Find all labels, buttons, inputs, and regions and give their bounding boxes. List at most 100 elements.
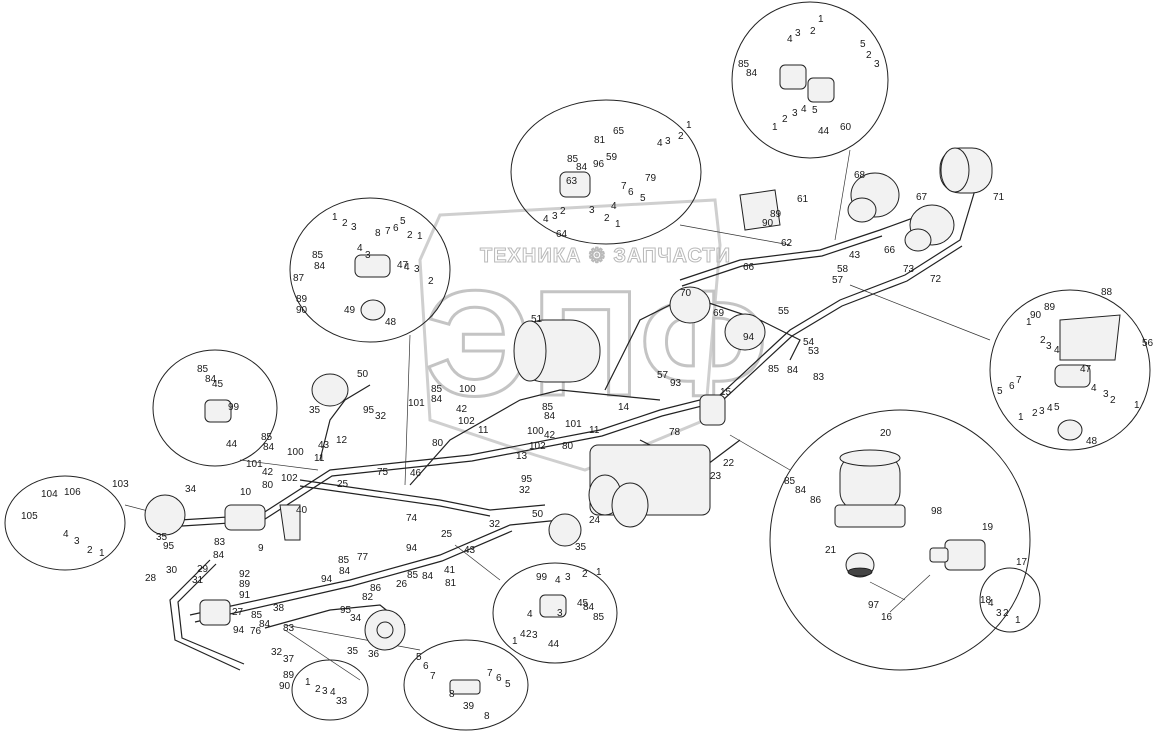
part-number-label: 85: [197, 364, 209, 375]
part-number-label: 6: [393, 223, 399, 234]
bracket-40: [279, 504, 301, 541]
part-number-label: 22: [723, 458, 735, 469]
part-number-label: 7: [1016, 375, 1022, 386]
part-number-label: 41: [444, 565, 456, 576]
part-number-label: 100: [459, 384, 476, 395]
part-number-label: 16: [881, 612, 893, 623]
part-number-label: 4: [555, 575, 561, 586]
part-number-label: 104: [41, 489, 58, 500]
part-number-label: 90: [296, 305, 308, 316]
part-number-label: 25: [441, 529, 453, 540]
part-number-label: 35: [347, 646, 359, 657]
part-number-label: 2: [407, 230, 413, 241]
part-number-label: 1: [1015, 615, 1021, 626]
part-number-label: 102: [529, 441, 546, 452]
part-number-label: 85: [338, 555, 350, 566]
part-number-label: 85: [261, 432, 273, 443]
part-number-label: 8: [484, 711, 490, 722]
part-number-label: 21: [825, 545, 837, 556]
part-number-label: 76: [250, 626, 262, 637]
part-number-label: 3: [665, 136, 671, 147]
part-number-label: 2: [1110, 395, 1116, 406]
part-number-label: 9: [258, 543, 264, 554]
part-number-label: 2: [1003, 608, 1009, 619]
valve-assembly-44-left: [204, 399, 232, 423]
part-number-label: 95: [363, 405, 375, 416]
callout-bottom-center-valve: [492, 562, 618, 664]
part-number-label: 43: [318, 440, 330, 451]
part-number-label: 4: [520, 629, 526, 640]
part-number-label: 56: [1142, 338, 1154, 349]
part-number-label: 66: [884, 245, 896, 256]
part-number-label: 30: [166, 565, 178, 576]
part-number-label: 33: [336, 696, 348, 707]
part-number-label: 93: [670, 378, 682, 389]
pipework: [169, 189, 976, 671]
part-number-label: 53: [808, 346, 820, 357]
part-number-label: 91: [239, 590, 251, 601]
part-number-label: 2: [315, 684, 321, 695]
part-number-label: 4: [1091, 383, 1097, 394]
part-number-label: 40: [296, 505, 308, 516]
part-number-label: 39: [463, 701, 475, 712]
valve-assembly-63: [559, 171, 591, 198]
air-tank-71: [939, 147, 993, 194]
part-number-label: 1: [772, 122, 778, 133]
part-number-label: 50: [532, 509, 544, 520]
part-number-label: 54: [803, 337, 815, 348]
part-number-label: 4: [404, 262, 410, 273]
part-number-label: 3: [74, 536, 80, 547]
part-number-label: 101: [565, 419, 582, 430]
callout-top-right-valves: [731, 1, 889, 159]
part-number-label: 5: [640, 193, 646, 204]
part-number-label: 84: [259, 619, 271, 630]
part-number-label: 35: [575, 542, 587, 553]
part-number-label: 81: [445, 578, 457, 589]
components: [144, 64, 1121, 695]
part-number-label: 2: [810, 26, 816, 37]
part-number-label: 2: [604, 213, 610, 224]
part-number-label: 67: [916, 192, 928, 203]
part-number-label: 89: [1044, 302, 1056, 313]
part-number-label: 84: [576, 162, 588, 173]
part-number-label: 87: [293, 273, 305, 284]
part-number-label: 8: [449, 689, 455, 700]
part-number-label: 3: [996, 608, 1002, 619]
part-number-label: 84: [583, 602, 595, 613]
brake-chamber-68: [847, 172, 900, 223]
part-number-label: 8: [375, 228, 381, 239]
part-number-label: 3: [1046, 341, 1052, 352]
part-number-label: 35: [309, 405, 321, 416]
part-number-label: 85: [593, 612, 605, 623]
part-number-label: 7: [621, 181, 627, 192]
part-number-label: 32: [271, 647, 283, 658]
part-number-label: 2: [782, 114, 788, 125]
part-number-label: 4: [63, 529, 69, 540]
part-number-label: 1: [417, 231, 423, 242]
part-number-label: 3: [1103, 389, 1109, 400]
part-number-label: 62: [781, 238, 793, 249]
part-number-label: 5: [997, 386, 1003, 397]
part-number-label: 1: [615, 219, 621, 230]
part-number-label: 2: [87, 545, 93, 556]
valve-assembly-47: [354, 254, 391, 278]
part-number-label: 2: [560, 206, 566, 217]
part-number-label: 14: [618, 402, 630, 413]
part-number-label: 2: [582, 569, 588, 580]
part-number-label: 32: [375, 411, 387, 422]
callout-air-dryer: [769, 409, 1031, 671]
part-number-label: 24: [589, 515, 601, 526]
brake-chamber-70: [669, 286, 711, 324]
part-number-label: 29: [197, 564, 209, 575]
part-number-label: 84: [787, 365, 799, 376]
part-number-label: 57: [657, 370, 669, 381]
part-number-label: 44: [818, 126, 830, 137]
part-number-label: 71: [993, 192, 1005, 203]
part-number-label: 65: [613, 126, 625, 137]
brake-chamber-50: [311, 373, 349, 407]
part-number-label: 95: [340, 605, 352, 616]
part-number-label: 103: [112, 479, 129, 490]
part-number-label: 4: [543, 214, 549, 225]
part-number-label: 95: [521, 474, 533, 485]
